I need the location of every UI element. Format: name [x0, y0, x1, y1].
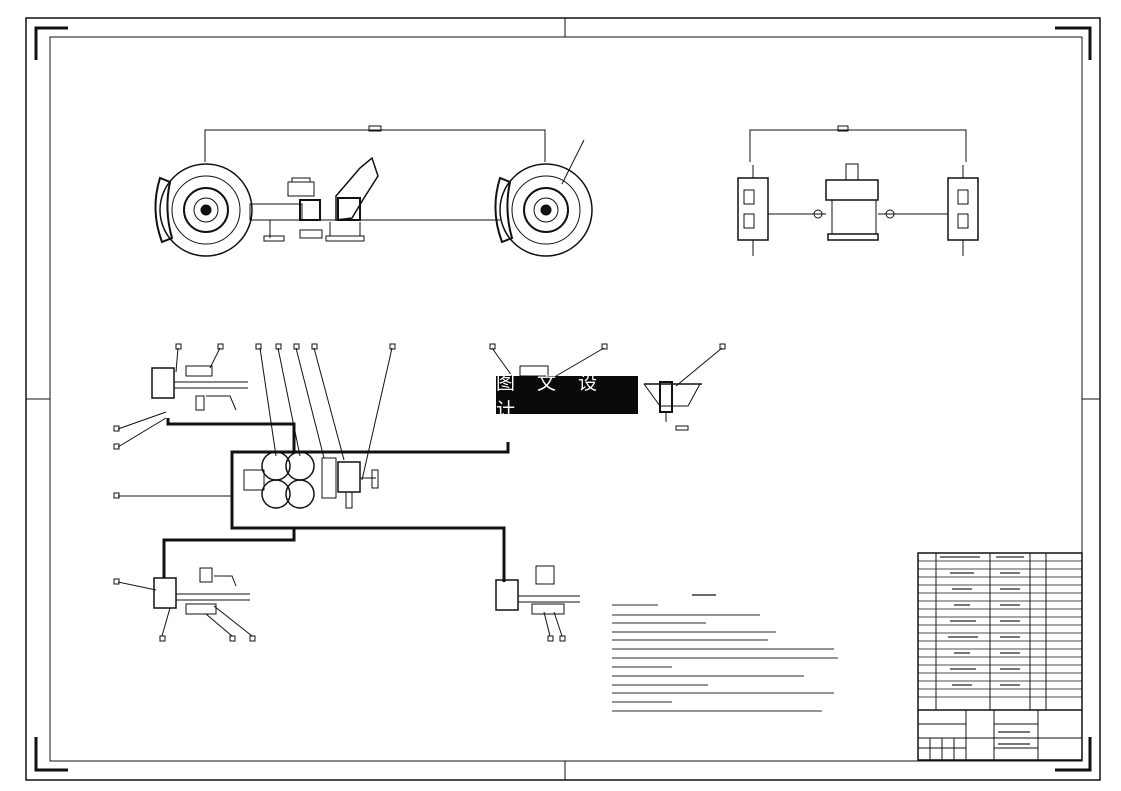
parts-list-table [917, 552, 1083, 761]
brake-side-view [737, 125, 979, 256]
drawing-frame [25, 17, 1101, 781]
brake-front-view [154, 125, 593, 257]
technical-notes-block [612, 594, 838, 712]
watermark-banner: 图 文 设 计 [496, 372, 638, 421]
watermark-text: 图 文 设 计 [496, 372, 606, 421]
hydraulic-circuit-diagram [113, 343, 726, 642]
